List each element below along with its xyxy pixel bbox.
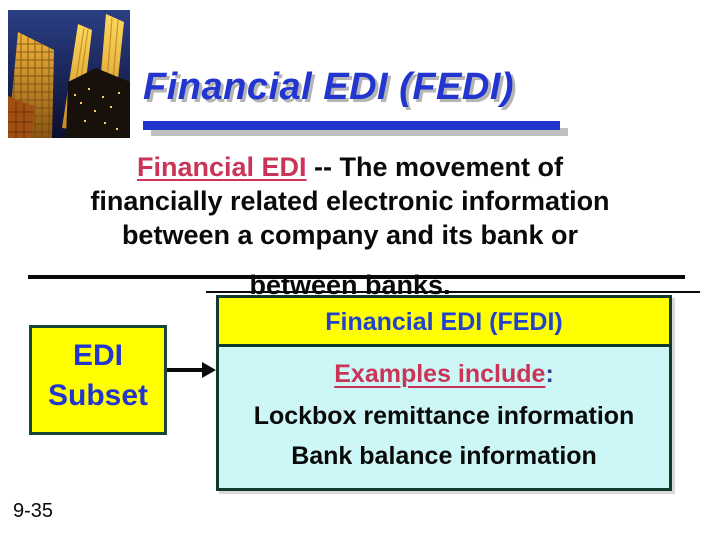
page-number: 9-35 (13, 500, 54, 522)
examples-label: Examples include: (219, 359, 669, 389)
slide-title: Financial EDI (FEDI) (143, 66, 515, 108)
definition-line3: between a company and its bank or (121, 220, 579, 250)
definition-line1: Financial EDI -- The movement of (0, 150, 700, 184)
fedi-box: Financial EDI (FEDI) Examples include: L… (216, 295, 672, 491)
fedi-box-body: Examples include: Lockbox remittance inf… (219, 347, 669, 471)
edi-subset-line2: Subset (47, 379, 149, 412)
examples-label-text: Examples include (334, 360, 546, 388)
definition-line1-rest: -- The movement of (306, 152, 564, 182)
title-underline-bar (143, 121, 560, 130)
divider-line (28, 275, 685, 279)
right-arrow-icon (202, 362, 216, 378)
fedi-box-header: Financial EDI (FEDI) (219, 298, 669, 347)
definition-line4: between banks. (249, 270, 451, 300)
title-underline-shadow (151, 128, 568, 136)
banks-underline-rule (206, 291, 700, 293)
examples-label-colon: : (545, 360, 554, 388)
skyline-photo-icon (8, 10, 130, 138)
fedi-item: Lockbox remittance information (253, 402, 635, 430)
definition-term: Financial EDI (136, 152, 307, 182)
edi-subset-line1: EDI (72, 339, 123, 372)
definition-line2: financially related electronic informati… (90, 186, 610, 216)
definition-paragraph: Financial EDI -- The movement of financi… (0, 150, 700, 302)
edi-subset-box: EDI Subset (29, 325, 167, 435)
arrow-line (167, 368, 205, 372)
fedi-item: Bank balance information (291, 442, 597, 470)
